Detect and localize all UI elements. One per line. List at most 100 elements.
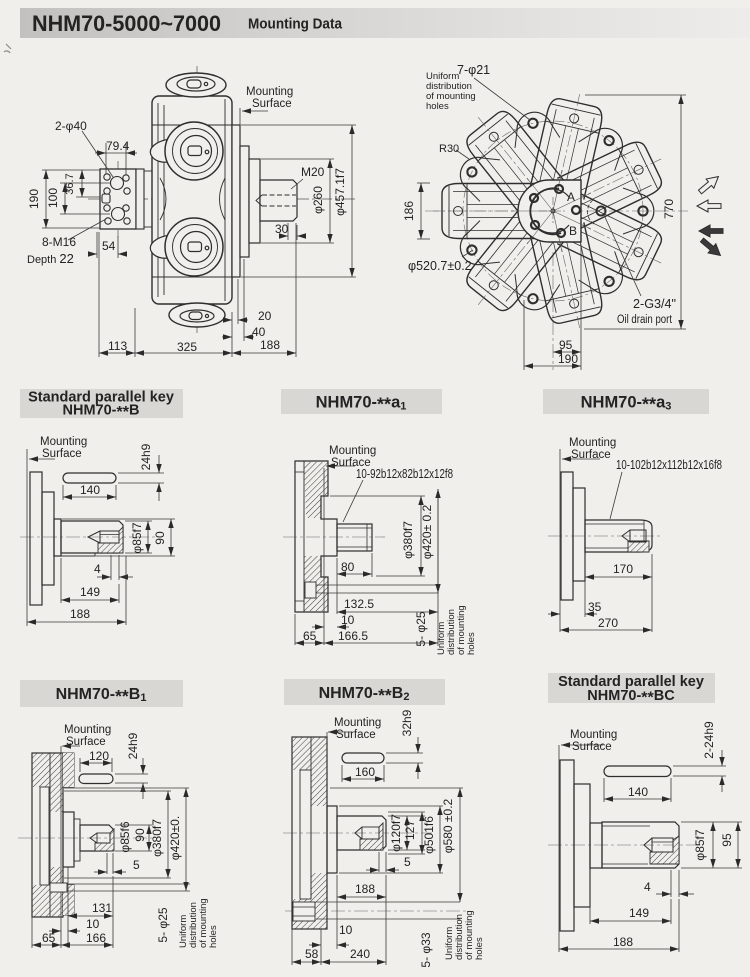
svg-text:149: 149 xyxy=(629,906,649,920)
svg-text:58: 58 xyxy=(305,947,319,961)
svg-text:270: 270 xyxy=(598,616,618,630)
svg-text:Mounting: Mounting xyxy=(40,436,87,448)
svg-text:Depth 22: Depth 22 xyxy=(27,251,74,266)
svg-text:φ580 ±0.2: φ580 ±0.2 xyxy=(441,798,455,853)
svg-text:170: 170 xyxy=(613,562,633,576)
svg-text:φ85f7: φ85f7 xyxy=(693,829,707,860)
svg-text:R30: R30 xyxy=(439,143,459,155)
svg-text:24h9: 24h9 xyxy=(126,732,140,759)
svg-text:Surface: Surface xyxy=(572,741,612,753)
svg-text:φ85f7: φ85f7 xyxy=(130,522,144,553)
svg-text:NHM70-5000~7000: NHM70-5000~7000 xyxy=(32,11,221,36)
svg-text:NHM70-**BC: NHM70-**BC xyxy=(587,688,675,707)
svg-text:Uniform: Uniform xyxy=(178,915,189,948)
svg-text:54: 54 xyxy=(102,239,116,253)
svg-text:32h9: 32h9 xyxy=(400,709,414,736)
svg-text:of mounting: of mounting xyxy=(456,605,467,655)
svg-text:holes: holes xyxy=(474,937,485,960)
svg-text:NHM70-**B1: NHM70-**B1 xyxy=(56,686,147,706)
svg-text:holes: holes xyxy=(426,101,449,112)
svg-text:5- φ33: 5- φ33 xyxy=(419,932,433,967)
svg-text:Mounting: Mounting xyxy=(64,724,111,736)
svg-text:Uniform: Uniform xyxy=(426,71,459,82)
svg-text:160: 160 xyxy=(355,765,375,779)
svg-text:188: 188 xyxy=(260,338,280,352)
svg-text:NHM70-**B2: NHM70-**B2 xyxy=(319,685,410,705)
svg-text:of mounting: of mounting xyxy=(426,91,476,102)
svg-text:240: 240 xyxy=(350,947,370,961)
svg-text:35: 35 xyxy=(588,600,602,614)
svg-text:M20: M20 xyxy=(301,165,325,179)
svg-text:7-φ21: 7-φ21 xyxy=(457,63,490,77)
svg-text:770: 770 xyxy=(662,199,676,219)
svg-text:NHM70-**a1: NHM70-**a1 xyxy=(316,394,407,415)
svg-text:190: 190 xyxy=(558,352,578,366)
svg-text:NHM70-**a3: NHM70-**a3 xyxy=(581,394,672,415)
svg-text:95: 95 xyxy=(720,833,734,847)
svg-text:φ120f7: φ120f7 xyxy=(389,814,403,852)
svg-text:Oil drain port: Oil drain port xyxy=(617,314,673,326)
svg-text:65: 65 xyxy=(42,931,56,945)
svg-text:Surface: Surface xyxy=(571,449,611,461)
svg-text:φ380f7: φ380f7 xyxy=(150,819,164,857)
svg-text:10: 10 xyxy=(339,923,353,937)
svg-text:distribution: distribution xyxy=(426,81,472,92)
svg-text:8-M16: 8-M16 xyxy=(42,235,76,249)
svg-text:10: 10 xyxy=(86,917,100,931)
svg-text:149: 149 xyxy=(80,585,100,599)
svg-text:188: 188 xyxy=(70,607,90,621)
svg-text:127: 127 xyxy=(403,820,417,840)
svg-text:5- φ25: 5- φ25 xyxy=(156,907,170,942)
svg-text:B: B xyxy=(569,224,577,238)
svg-text:140: 140 xyxy=(628,785,648,799)
svg-text:Mounting: Mounting xyxy=(329,445,376,457)
svg-text:166: 166 xyxy=(86,931,106,945)
svg-text:4: 4 xyxy=(94,562,101,576)
svg-text:131: 131 xyxy=(92,901,112,915)
svg-text:φ420±0.: φ420±0. xyxy=(168,816,182,860)
svg-text:325: 325 xyxy=(177,340,197,354)
svg-text:distribution: distribution xyxy=(454,914,465,960)
svg-text:φ260: φ260 xyxy=(311,186,325,214)
svg-text:188: 188 xyxy=(613,935,633,949)
svg-text:Mounting: Mounting xyxy=(569,437,616,449)
svg-text:distribution: distribution xyxy=(446,609,457,655)
svg-text:φ520.7±0.2: φ520.7±0.2 xyxy=(408,259,472,273)
svg-text:of mounting: of mounting xyxy=(464,910,475,960)
svg-text:Mounting: Mounting xyxy=(334,717,381,729)
svg-text:132.5: 132.5 xyxy=(344,597,374,611)
svg-text:A: A xyxy=(567,190,575,204)
svg-text:95: 95 xyxy=(559,338,573,352)
svg-text:65: 65 xyxy=(303,629,317,643)
svg-text:2-G3/4": 2-G3/4" xyxy=(633,297,676,311)
svg-text:Mounting: Mounting xyxy=(570,729,617,741)
svg-text:10: 10 xyxy=(341,613,355,627)
svg-text:Standard parallel key: Standard parallel key xyxy=(558,674,704,690)
svg-text:40: 40 xyxy=(252,325,266,339)
svg-text:Uniform: Uniform xyxy=(444,927,455,960)
svg-text:φ457.1f7: φ457.1f7 xyxy=(333,168,347,216)
svg-text:79.4: 79.4 xyxy=(106,139,130,153)
svg-text:100: 100 xyxy=(46,188,60,208)
svg-text:Mounting: Mounting xyxy=(246,86,293,98)
svg-text:90: 90 xyxy=(133,828,147,842)
svg-text:30: 30 xyxy=(275,222,289,236)
svg-text:90: 90 xyxy=(153,531,167,545)
svg-text:of mounting: of mounting xyxy=(198,898,209,948)
svg-text:Surface: Surface xyxy=(336,729,376,741)
svg-text:4: 4 xyxy=(644,880,651,894)
svg-text:2-φ40: 2-φ40 xyxy=(55,119,87,133)
svg-text:24h9: 24h9 xyxy=(139,443,153,470)
svg-text:10-102b12x112b12x16f8: 10-102b12x112b12x16f8 xyxy=(616,458,722,472)
svg-text:190: 190 xyxy=(27,189,41,209)
svg-text:Surface: Surface xyxy=(252,98,292,110)
svg-text:holes: holes xyxy=(208,925,219,948)
svg-text:Standard parallel key: Standard parallel key xyxy=(28,390,174,406)
svg-text:φ85f6: φ85f6 xyxy=(118,821,132,852)
svg-text:113: 113 xyxy=(108,339,127,353)
svg-text:5: 5 xyxy=(404,855,411,869)
svg-text:186: 186 xyxy=(402,201,416,221)
svg-text:80: 80 xyxy=(341,560,355,574)
svg-text:Uniform: Uniform xyxy=(436,622,447,655)
svg-text:φ420± 0.2: φ420± 0.2 xyxy=(420,504,434,559)
